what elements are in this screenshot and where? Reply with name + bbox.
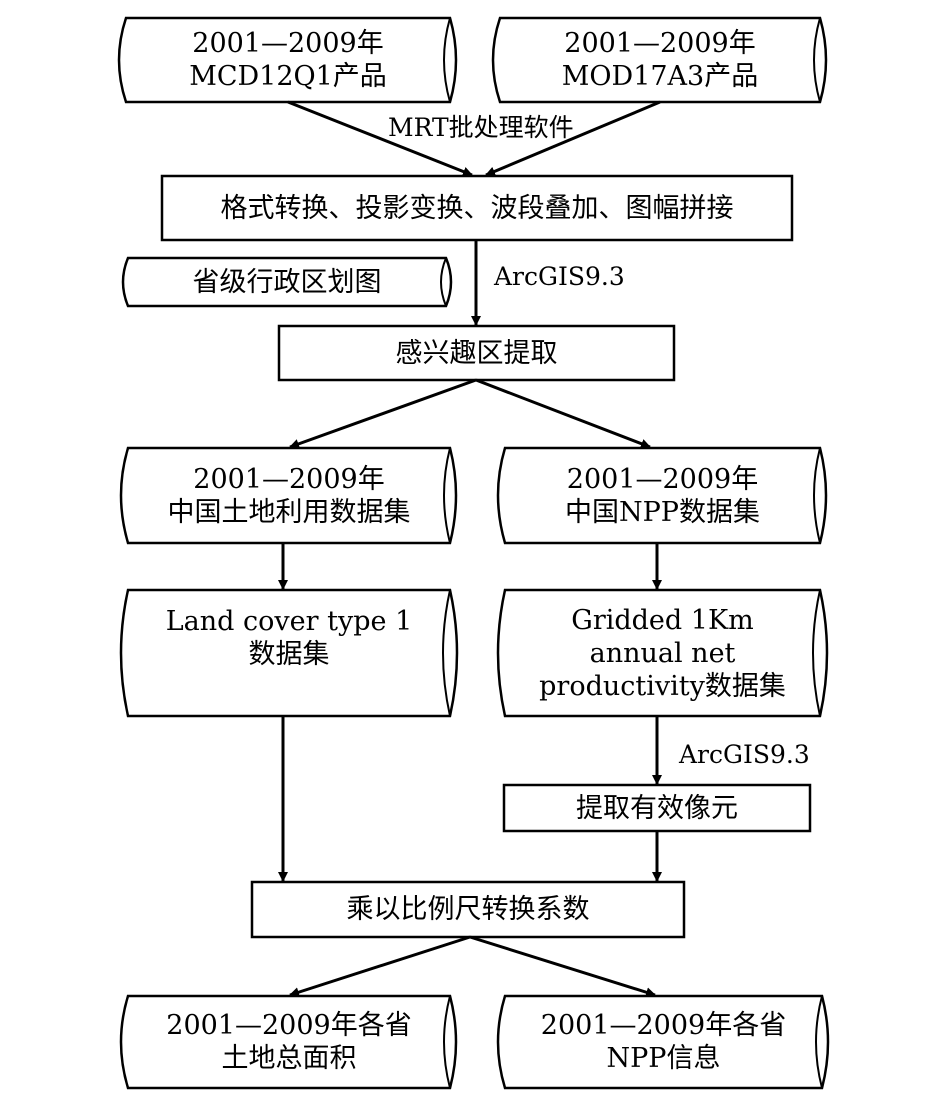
province-npp-info-line-2: NPP信息	[606, 1043, 721, 1074]
gridded-npp-dataset-node: Gridded 1Km annual net productivity数据集	[505, 590, 820, 716]
gridded-npp-line-2: annual net	[589, 637, 736, 669]
extract-valid-pixels-text: 提取有效像元	[576, 792, 738, 824]
land-cover-line-2: 数据集	[248, 639, 330, 670]
province-npp-info-inner-edge	[815, 995, 823, 1089]
province-land-area-inner-edge	[443, 995, 451, 1089]
mod17a3-product-node: 2001—2009年 MOD17A3产品	[500, 18, 820, 102]
mcd12q1-product-node: 2001—2009年 MCD12Q1产品	[126, 18, 450, 102]
land-cover-inner-edge	[442, 589, 451, 717]
province-npp-info-line-1: 2001—2009年各省	[540, 1010, 787, 1041]
mod17a3-product-line-2: MOD17A3产品	[561, 61, 759, 92]
arrow-roi-to-landuse	[289, 378, 477, 449]
mod17a3-inner-edge	[813, 17, 821, 103]
mcd12q1-inner-edge	[443, 17, 451, 103]
roi-extraction-node: 感兴趣区提取	[279, 326, 674, 380]
arrow-multiply-to-npp-info	[469, 935, 656, 998]
roi-extraction-text: 感兴趣区提取	[395, 337, 558, 369]
province-land-area-line-2: 土地总面积	[221, 1043, 357, 1074]
land-cover-dataset-node: Land cover type 1 数据集	[128, 590, 450, 686]
mcd12q1-product-line-2: MCD12Q1产品	[189, 61, 387, 92]
multiply-scale-factor-text: 乘以比例尺转换系数	[346, 894, 590, 925]
gridded-npp-inner-edge	[812, 589, 821, 717]
province-map-text: 省级行政区划图	[192, 266, 382, 298]
china-npp-inner-edge	[813, 447, 821, 544]
province-land-area-line-1: 2001—2009年各省	[166, 1010, 412, 1041]
china-landuse-inner-edge	[443, 447, 451, 544]
gridded-npp-line-3: productivity数据集	[539, 670, 786, 702]
province-map-node: 省级行政区划图	[128, 258, 446, 306]
gridded-npp-line-1: Gridded 1Km	[571, 604, 754, 636]
china-npp-dataset-node: 2001—2009年 中国NPP数据集	[505, 448, 820, 543]
arrow-multiply-to-land-area	[289, 935, 471, 997]
china-npp-line-2: 中国NPP数据集	[565, 496, 760, 528]
province-land-area-node: 2001—2009年各省 土地总面积	[128, 996, 450, 1088]
preprocessing-node: 格式转换、投影变换、波段叠加、图幅拼接	[162, 176, 792, 240]
china-landuse-dataset-node: 2001—2009年 中国土地利用数据集	[128, 448, 450, 543]
arcgis-roi-label: ArcGIS9.3	[494, 262, 625, 291]
extract-valid-pixels-node: 提取有效像元	[504, 785, 810, 831]
arrow-roi-to-npp	[475, 378, 651, 449]
arrow-mcd12q1-to-preprocessing	[287, 100, 473, 177]
mcd12q1-product-line-1: 2001—2009年	[192, 28, 384, 59]
province-npp-info-node: 2001—2009年各省 NPP信息	[505, 996, 822, 1088]
mod17a3-product-line-1: 2001—2009年	[564, 28, 756, 59]
land-cover-line-1: Land cover type 1	[165, 606, 413, 637]
mrt-software-label: MRT批处理软件	[388, 113, 574, 142]
multiply-scale-factor-node: 乘以比例尺转换系数	[252, 882, 684, 937]
arrow-mod17a3-to-preprocessing	[485, 100, 661, 177]
arcgis-pixels-label: ArcGIS9.3	[679, 740, 810, 769]
preprocessing-text: 格式转换、投影变换、波段叠加、图幅拼接	[220, 192, 734, 224]
china-landuse-line-1: 2001—2009年	[193, 463, 385, 495]
province-map-inner-edge	[440, 257, 447, 307]
china-npp-line-1: 2001—2009年	[566, 463, 759, 495]
china-landuse-line-2: 中国土地利用数据集	[167, 496, 411, 528]
